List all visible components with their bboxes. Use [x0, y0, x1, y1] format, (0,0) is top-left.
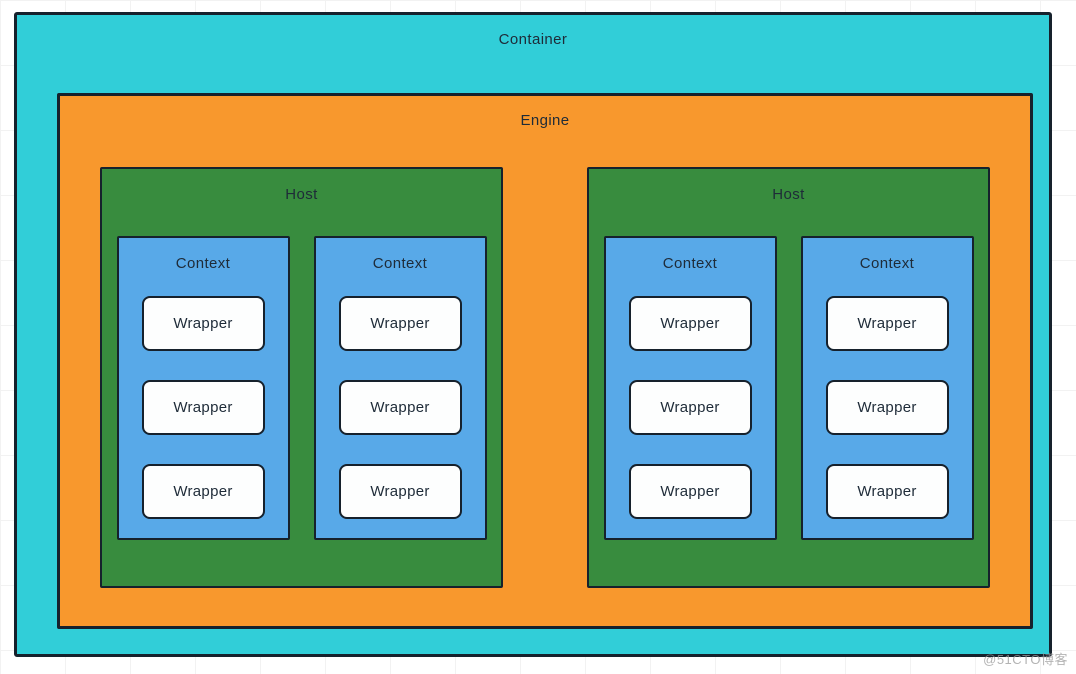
context-box: Context Wrapper Wrapper Wrapper [116, 236, 290, 540]
host-label: Host [285, 186, 318, 203]
wrapper-box: Wrapper [628, 380, 752, 435]
context-box: Context Wrapper Wrapper Wrapper [313, 236, 487, 540]
context-box: Context Wrapper Wrapper Wrapper [603, 236, 777, 540]
wrapper-box: Wrapper [338, 296, 462, 351]
wrapper-box: Wrapper [141, 296, 265, 351]
host-box: Host Context Wrapper Wrapper Wrapper Con… [587, 167, 990, 588]
wrapper-box: Wrapper [338, 464, 462, 519]
context-label: Context [175, 255, 231, 272]
wrapper-box: Wrapper [825, 380, 949, 435]
engine-label: Engine [520, 112, 570, 129]
host-box: Host Context Wrapper Wrapper Wrapper Con… [100, 167, 503, 588]
wrapper-box: Wrapper [825, 464, 949, 519]
context-box: Context Wrapper Wrapper Wrapper [800, 236, 974, 540]
container-label: Container [498, 31, 568, 48]
context-label: Context [859, 255, 915, 272]
hosts-row: Host Context Wrapper Wrapper Wrapper Con… [60, 167, 1030, 588]
watermark: @51CTO博客 [983, 652, 1068, 667]
container-box: Container Engine Host Context Wrapper Wr… [14, 12, 1052, 657]
wrapper-box: Wrapper [141, 464, 265, 519]
contexts-row: Context Wrapper Wrapper Wrapper Context … [102, 236, 501, 540]
wrapper-box: Wrapper [628, 296, 752, 351]
contexts-row: Context Wrapper Wrapper Wrapper Context … [589, 236, 988, 540]
wrapper-box: Wrapper [825, 296, 949, 351]
engine-box: Engine Host Context Wrapper Wrapper Wrap… [57, 93, 1033, 629]
wrapper-box: Wrapper [141, 380, 265, 435]
host-label: Host [772, 186, 805, 203]
wrapper-box: Wrapper [628, 464, 752, 519]
context-label: Context [662, 255, 718, 272]
context-label: Context [372, 255, 428, 272]
wrapper-box: Wrapper [338, 380, 462, 435]
